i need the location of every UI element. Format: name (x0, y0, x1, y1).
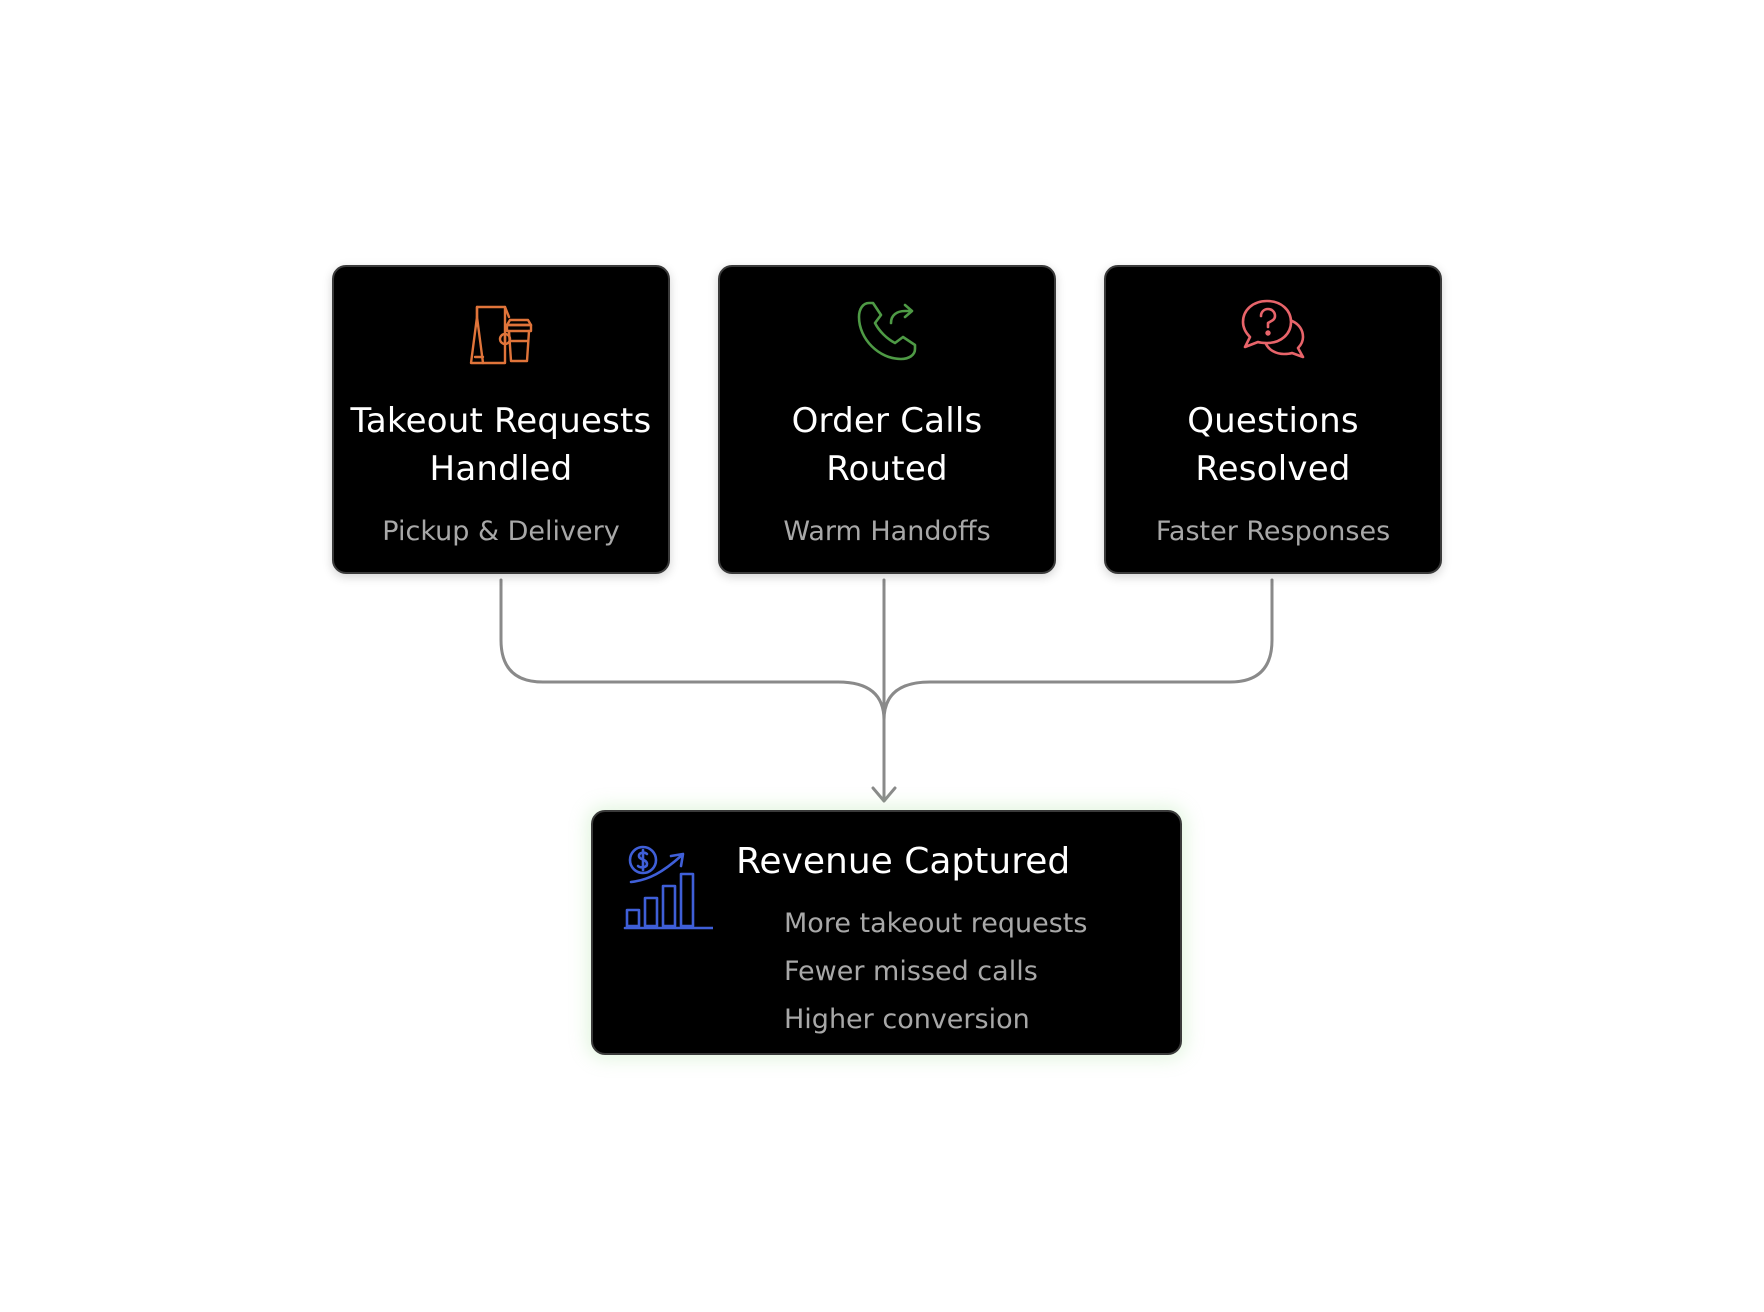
node-title: Order Calls Routed (726, 397, 1048, 493)
node-questions-resolved: Questions Resolved Faster Responses (1104, 265, 1442, 574)
node-title-line: Questions (1187, 401, 1359, 441)
connector-right (882, 578, 1274, 802)
node-subtitle: Pickup & Delivery (382, 516, 620, 547)
node-title-line: Order Calls (791, 401, 983, 441)
outcome-point: Fewer missed calls (784, 956, 1038, 987)
outcome-point: Higher conversion (784, 1004, 1030, 1035)
phone-forward-icon (851, 295, 923, 367)
question-chat-icon (1237, 295, 1309, 367)
node-subtitle: Faster Responses (1155, 516, 1391, 547)
outcome-title: Revenue Captured (736, 841, 1071, 882)
node-title: Takeout Requests Handled (340, 397, 662, 493)
outcome-point: More takeout requests (784, 908, 1088, 939)
node-title: Questions Resolved (1112, 397, 1434, 493)
outcome-points: More takeout requests Fewer missed calls… (784, 900, 1087, 1044)
node-takeout-requests: Takeout Requests Handled Pickup & Delive… (332, 265, 670, 574)
arrow-head (871, 786, 897, 803)
node-title-line: Resolved (1195, 449, 1351, 489)
revenue-growth-chart-icon (623, 842, 713, 932)
node-subtitle: Warm Handoffs (783, 516, 991, 547)
takeout-bag-cup-icon (465, 295, 537, 367)
node-title-line: Takeout Requests (350, 401, 652, 441)
node-order-calls: Order Calls Routed Warm Handoffs (718, 265, 1056, 574)
node-revenue-captured: Revenue Captured More takeout requests F… (591, 810, 1182, 1055)
node-title-line: Routed (826, 449, 948, 489)
connector-left (499, 578, 886, 802)
node-title-line: Handled (429, 449, 573, 489)
